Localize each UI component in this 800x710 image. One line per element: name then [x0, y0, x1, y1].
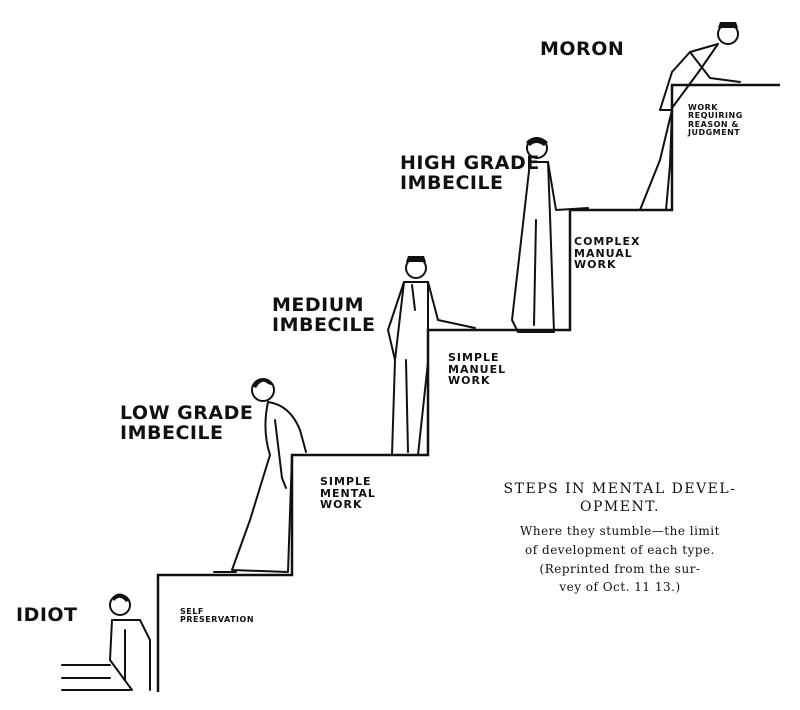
caption-body-line4: vey of Oct. 11 13.) — [559, 580, 681, 595]
work-high-grade: COMPLEX MANUAL WORK — [574, 236, 640, 271]
level-low-grade-line1: LOW GRADE — [120, 402, 254, 424]
level-high-grade: HIGH GRADE IMBECILE — [400, 152, 540, 194]
level-medium-line2: IMBECILE — [272, 313, 376, 336]
caption-body-line1: Where they stumble—the limit — [520, 524, 720, 539]
work-idiot-line1: SELF — [180, 607, 204, 616]
work-low-grade-line1: SIMPLE — [320, 475, 372, 488]
work-high-grade-line1: COMPLEX — [574, 235, 641, 248]
caption: STEPS IN MENTAL DEVEL- OPMENT. Where the… — [470, 480, 770, 597]
level-high-grade-line2: IMBECILE — [400, 171, 504, 194]
work-high-grade-line2: MANUAL — [574, 246, 633, 260]
caption-title-line1: STEPS IN MENTAL DEVEL- — [503, 481, 737, 497]
figure-medium — [387, 256, 476, 456]
level-low-grade: LOW GRADE IMBECILE — [120, 402, 254, 444]
caption-title-line2: OPMENT. — [580, 499, 660, 516]
level-medium: MEDIUM IMBECILE — [272, 294, 376, 336]
level-moron: MORON — [540, 38, 625, 60]
work-moron-line4: JUDGMENT — [688, 128, 741, 138]
level-idiot: IDIOT — [16, 604, 78, 626]
figure-high-grade — [511, 137, 589, 333]
work-idiot: SELF PRESERVATION — [180, 607, 255, 625]
caption-body-line3: (Reprinted from the sur- — [539, 561, 701, 576]
work-low-grade-line2: MENTAL — [320, 486, 376, 500]
work-moron-line3: REASON & — [688, 119, 739, 129]
work-low-grade-line3: WORK — [320, 498, 363, 512]
figure-idiot — [61, 593, 151, 691]
work-moron: WORK REQUIRING REASON & JUDGMENT — [688, 103, 743, 138]
level-low-grade-line2: IMBECILE — [120, 421, 224, 444]
work-medium-line1: SIMPLE — [448, 351, 500, 364]
work-medium-line2: MANUEL — [448, 362, 507, 376]
caption-body: Where they stumble—the limit of developm… — [470, 522, 770, 596]
caption-title: STEPS IN MENTAL DEVEL- OPMENT. — [470, 480, 770, 516]
work-high-grade-line3: WORK — [574, 258, 617, 272]
figure-moron — [629, 22, 741, 211]
level-high-grade-line1: HIGH GRADE — [400, 152, 540, 174]
work-low-grade: SIMPLE MENTAL WORK — [320, 476, 376, 511]
work-moron-line1: WORK — [688, 103, 718, 112]
work-medium: SIMPLE MANUEL WORK — [448, 352, 506, 387]
level-medium-line1: MEDIUM — [272, 294, 365, 316]
work-medium-line3: WORK — [448, 374, 491, 388]
work-moron-line2: REQUIRING — [688, 111, 743, 121]
figure-low-grade — [213, 378, 307, 573]
work-idiot-line2: PRESERVATION — [180, 615, 255, 625]
caption-body-line2: of development of each type. — [525, 542, 715, 557]
